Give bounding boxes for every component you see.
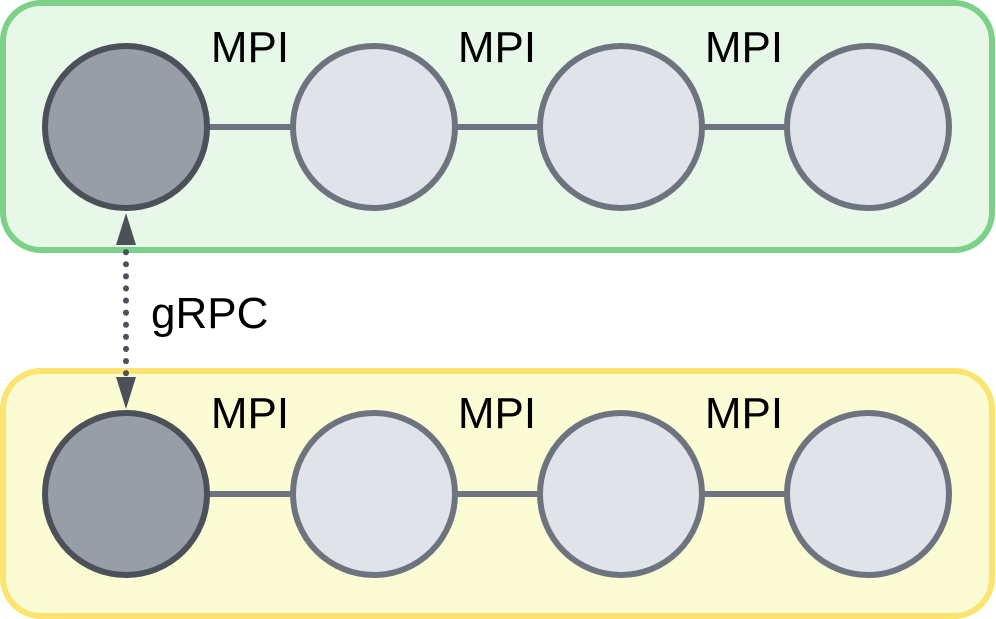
node-top-worker-3	[784, 43, 952, 211]
link-label-bottom-2: MPI	[458, 389, 536, 438]
group-top: MPI MPI MPI	[0, 0, 995, 253]
group-bottom: MPI MPI MPI	[0, 368, 995, 619]
node-top-worker-1	[290, 43, 458, 211]
grpc-arrowhead-up-icon	[116, 213, 136, 245]
grpc-arrowhead-down-icon	[116, 377, 136, 409]
grpc-label: gRPC	[151, 289, 268, 338]
node-bottom-worker-2	[537, 410, 705, 578]
link-label-bottom-3: MPI	[705, 389, 783, 438]
node-top-worker-2	[537, 43, 705, 211]
link-label-top-1: MPI	[211, 23, 289, 72]
link-label-bottom-1: MPI	[211, 389, 289, 438]
node-top-leader	[42, 43, 210, 211]
node-bottom-leader	[42, 410, 210, 578]
link-label-top-2: MPI	[458, 23, 536, 72]
node-bottom-worker-1	[290, 410, 458, 578]
grpc-connection: gRPC	[116, 213, 268, 409]
node-bottom-worker-3	[784, 410, 952, 578]
link-label-top-3: MPI	[705, 23, 783, 72]
